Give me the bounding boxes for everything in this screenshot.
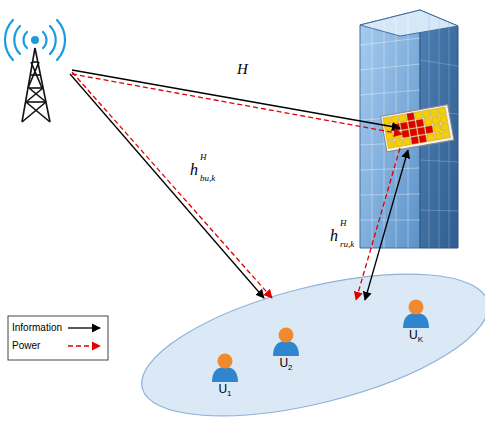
user-name: U (279, 356, 288, 370)
user-icon (271, 326, 301, 356)
user-label: U1 (205, 382, 245, 396)
user-body (273, 341, 299, 356)
user-name: U (218, 382, 227, 396)
user-area (128, 246, 485, 424)
channel-superscript: H (200, 153, 207, 162)
user-body (212, 367, 238, 382)
user-head (218, 354, 233, 369)
channel-arrow (72, 70, 400, 128)
legend-text: Information (12, 323, 62, 333)
power-arrow (72, 72, 272, 298)
user-node: U2 (266, 326, 306, 370)
channel-superscript: H (340, 219, 347, 228)
user-icon (210, 352, 240, 382)
user-node: UK (396, 298, 436, 342)
channel-symbol: h (190, 162, 198, 178)
user-icon (401, 298, 431, 328)
channel-symbol: h (330, 228, 338, 244)
ris-panel (381, 105, 454, 152)
power-arrow (356, 148, 400, 300)
channel-arrow (70, 74, 264, 298)
channel-subscript: ru,k (340, 240, 354, 249)
user-index: 1 (227, 389, 231, 398)
user-label: UK (396, 328, 436, 342)
user-name: U (409, 328, 418, 342)
radio-waves (5, 20, 65, 60)
channel-arrow (365, 150, 408, 300)
channel-subscript: bu,k (200, 174, 215, 183)
user-index: 2 (288, 363, 292, 372)
power-arrow (72, 74, 402, 134)
user-head (279, 328, 294, 343)
user-node: U1 (205, 352, 245, 396)
user-head (409, 300, 424, 315)
user-label: U2 (266, 356, 306, 370)
base-station (22, 48, 50, 122)
legend-text: Power (12, 341, 40, 351)
user-index: K (418, 335, 423, 344)
legend (8, 316, 108, 360)
channel-symbol: H (237, 62, 248, 77)
user-body (403, 313, 429, 328)
